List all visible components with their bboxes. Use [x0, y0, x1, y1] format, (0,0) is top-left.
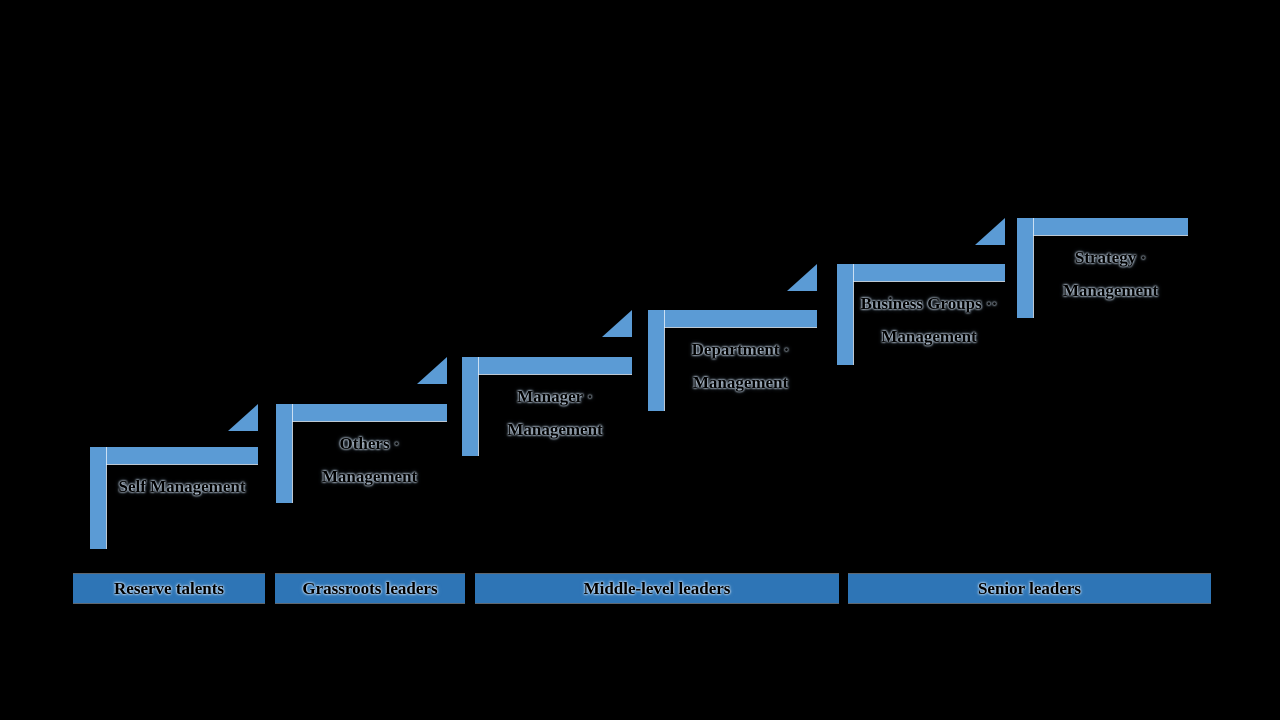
step-triangle-icon	[975, 218, 1005, 245]
step-label-business-groups-management: Business Groups ·· Management	[853, 287, 1005, 353]
step-triangle-icon	[602, 310, 632, 337]
level-bar-label: Grassroots leaders	[302, 578, 438, 598]
step-label-line: Management	[507, 420, 603, 439]
level-bar-label: Middle-level leaders	[583, 578, 731, 598]
step-label-line: Management	[321, 467, 418, 486]
step-label-department-management: Department · Management	[664, 333, 817, 399]
level-bar-grassroots-leaders: Grassroots leaders	[275, 574, 465, 603]
step-label-line: Management	[1062, 281, 1159, 300]
step-triangle-icon	[228, 404, 258, 431]
step-label-manager-management: Manager · Management	[478, 380, 632, 446]
step-label-others-management: Others · Management	[292, 427, 447, 493]
level-bar-reserve-talents: Reserve talents	[73, 574, 265, 603]
level-bar-label: Reserve talents	[114, 578, 224, 598]
level-bar-label: Senior leaders	[977, 578, 1082, 598]
level-bar-middle-level-leaders: Middle-level leaders	[475, 574, 839, 603]
step-label-strategy-management: Strategy · Management	[1033, 241, 1188, 307]
step-vertical-bar-self-management	[90, 447, 106, 549]
step-horizontal-bar-others-management	[276, 404, 447, 421]
step-label-line: Management	[692, 373, 789, 392]
step-label-line: Strategy ·	[1074, 248, 1147, 267]
step-triangle-icon	[787, 264, 817, 291]
step-vertical-bar-others-management	[276, 404, 292, 503]
step-label-line: Department ·	[691, 340, 790, 359]
step-label-line: Management	[881, 327, 977, 346]
step-vertical-bar-department-management	[648, 310, 664, 411]
step-vertical-bar-strategy-management	[1017, 218, 1033, 318]
step-vertical-bar-business-groups-management	[837, 264, 853, 365]
step-horizontal-bar-strategy-management	[1017, 218, 1188, 235]
step-label-line: Business Groups ··	[860, 294, 998, 313]
step-horizontal-bar-business-groups-management	[837, 264, 1005, 281]
step-horizontal-bar-department-management	[648, 310, 817, 327]
step-triangle-icon	[417, 357, 447, 384]
step-horizontal-bar-manager-management	[462, 357, 632, 374]
step-vertical-bar-manager-management	[462, 357, 478, 456]
level-bar-senior-leaders: Senior leaders	[848, 574, 1211, 603]
step-label-line: Others ·	[339, 434, 400, 453]
step-label-self-management: Self Management	[106, 470, 258, 503]
step-label-line: Manager ·	[517, 387, 593, 406]
step-horizontal-bar-self-management	[90, 447, 258, 464]
step-label-line: Self Management	[118, 477, 246, 496]
